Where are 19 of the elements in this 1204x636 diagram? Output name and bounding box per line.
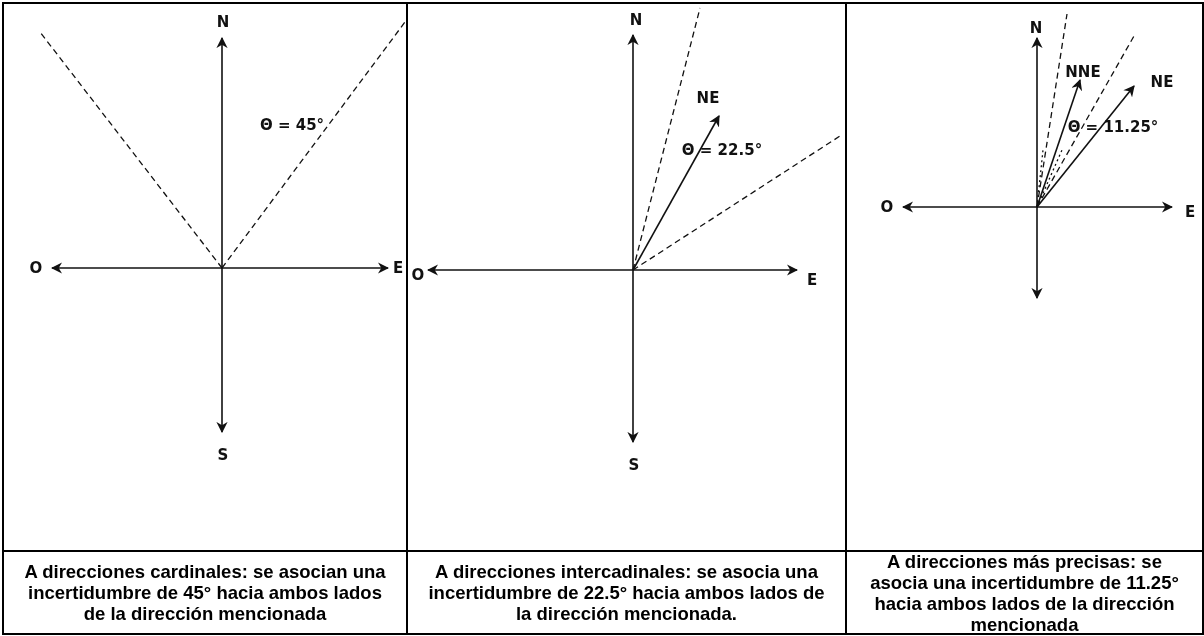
direction-label: E <box>392 259 404 277</box>
direction-label: O <box>880 198 894 216</box>
direction-label: NNE <box>1065 63 1101 81</box>
direction-label: N <box>629 11 643 29</box>
direction-label: S <box>628 456 640 474</box>
angle-label: Θ = 11.25° <box>1067 118 1159 136</box>
angle-label: Θ = 22.5° <box>681 141 763 159</box>
direction-label: O <box>29 259 43 277</box>
direction-label: E <box>806 271 818 289</box>
angle-label: Θ = 45° <box>259 116 325 134</box>
direction-label: N <box>1029 19 1043 37</box>
direction-label: S <box>217 446 229 464</box>
caption-cell: A direcciones más precisas: se asocia una incertidumbre de 11.25° hacia ambos lados de la dirección mencionada <box>845 550 1204 635</box>
direction-label: NE <box>696 89 720 107</box>
direction-label: N <box>216 13 230 31</box>
direction-label: O <box>411 266 425 284</box>
direction-label: NE <box>1150 73 1174 91</box>
caption-cell: A direcciones cardinales: se asocian una incertidumbre de 45° hacia ambos lados de la dirección mencionada <box>2 550 408 635</box>
direction-label: E <box>1184 203 1196 221</box>
